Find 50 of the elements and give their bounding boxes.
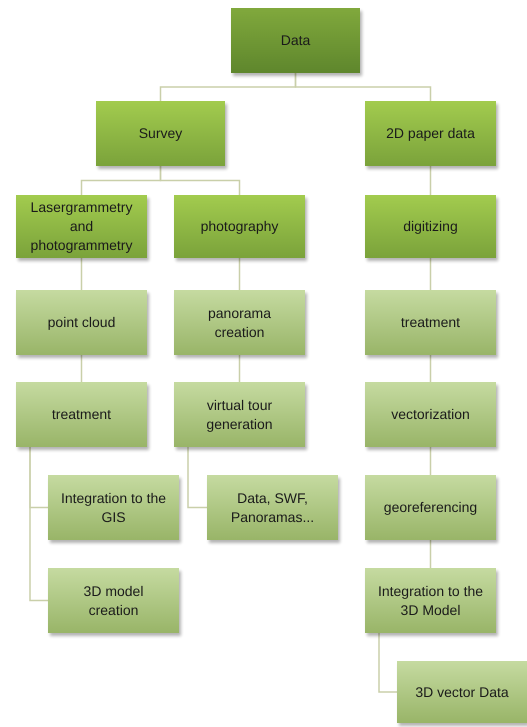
connector-line — [80, 258, 82, 290]
process-box — [365, 568, 496, 633]
connector-line — [430, 166, 432, 195]
connector-line — [80, 355, 82, 382]
box-label: 3D model creation — [82, 582, 144, 620]
process-box — [174, 195, 305, 258]
connector-line — [29, 447, 48, 602]
process-box — [365, 475, 496, 540]
box-label: point cloud — [48, 313, 116, 332]
process-box — [365, 382, 496, 447]
box-label: Lasergrammetry and photogrammetry — [30, 198, 134, 255]
connector-line — [238, 355, 240, 382]
process-box — [16, 382, 147, 447]
process-box — [365, 290, 496, 355]
box-label: georeferencing — [384, 498, 478, 517]
box-label: virtual tour generation — [205, 396, 274, 434]
box-label: Survey — [138, 124, 182, 143]
box-label: treatment — [52, 405, 112, 424]
process-box — [174, 382, 305, 447]
connector-line — [294, 73, 432, 101]
box-label: Data — [280, 31, 310, 50]
box-label: treatment — [400, 313, 460, 332]
connector-line — [430, 355, 432, 382]
connector-line — [378, 633, 397, 693]
box-label: Integration to the GIS — [60, 488, 167, 526]
process-box — [96, 101, 225, 166]
box-label: panorama creation — [206, 304, 272, 342]
box-label: photography — [200, 217, 278, 236]
process-box — [207, 475, 338, 540]
box-label: 3D vector Data — [415, 682, 509, 702]
process-box — [365, 195, 496, 258]
connector-line — [430, 258, 432, 290]
process-box — [16, 195, 147, 258]
box-label: vectorization — [391, 405, 470, 424]
process-box — [48, 568, 179, 633]
process-box — [231, 8, 360, 73]
box-label: Integration to the 3D Model — [377, 582, 484, 620]
process-box — [48, 475, 179, 540]
process-box — [16, 290, 147, 355]
box-label: Data, SWF, Panoramas... — [230, 488, 316, 526]
connector-line — [187, 447, 207, 508]
process-box — [365, 101, 496, 166]
connector-line — [238, 258, 240, 290]
connector-line — [160, 166, 240, 195]
connector-line — [430, 540, 432, 568]
process-box — [397, 661, 527, 723]
box-label: digitizing — [403, 217, 458, 236]
process-box — [174, 290, 305, 355]
connector-line — [430, 447, 432, 475]
box-label: 2D paper data — [386, 124, 475, 143]
